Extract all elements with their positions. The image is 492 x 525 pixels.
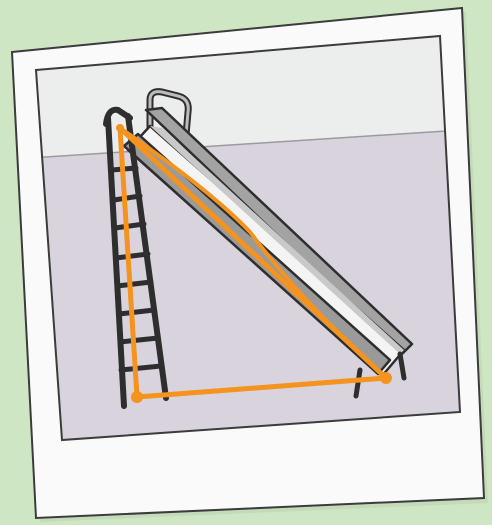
triangle-vertex-top — [116, 124, 124, 132]
triangle-vertex-bottom-left — [131, 391, 143, 403]
triangle-vertex-bottom-right — [380, 372, 392, 384]
